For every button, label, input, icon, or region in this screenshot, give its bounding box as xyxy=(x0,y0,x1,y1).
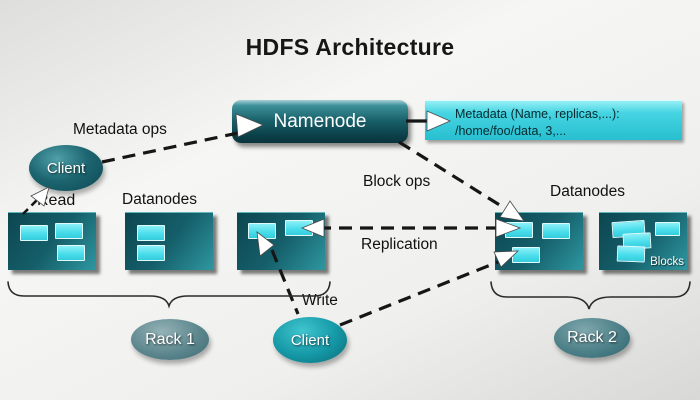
datanode-box-rack1-1 xyxy=(8,212,96,270)
data-block xyxy=(57,245,85,261)
replication-label: Replication xyxy=(361,236,438,253)
data-block xyxy=(512,247,540,263)
client-ellipse-bottom: Client xyxy=(273,317,347,363)
rack2-label: Rack 2 xyxy=(567,329,617,346)
data-block xyxy=(137,245,165,261)
write-label: Write xyxy=(302,292,338,309)
namenode-box: Namenode xyxy=(232,100,408,143)
rack1-brace xyxy=(7,281,331,309)
data-block xyxy=(542,223,570,239)
datanodes-left-label: Datanodes xyxy=(122,191,197,208)
rack1-label: Rack 1 xyxy=(145,330,195,348)
data-block xyxy=(655,222,680,236)
edge-write-right xyxy=(339,260,499,327)
blocks-tag-label: Blocks xyxy=(650,256,684,268)
data-block xyxy=(505,222,533,238)
namenode-label: Namenode xyxy=(273,110,367,132)
datanode-box-rack1-3 xyxy=(237,212,325,270)
rack2-brace xyxy=(490,281,691,310)
datanode-box-rack2-2: Blocks xyxy=(599,212,687,270)
data-block xyxy=(285,220,313,236)
datanodes-right-label: Datanodes xyxy=(550,183,625,200)
block-ops-label: Block ops xyxy=(363,173,431,190)
data-block xyxy=(248,223,276,239)
metadata-note-line2: /home/foo/data, 3,... xyxy=(455,123,567,138)
page-title: HDFS Architecture xyxy=(245,34,455,60)
data-block xyxy=(616,245,646,263)
metadata-note-box: Metadata (Name, replicas,...): /home/foo… xyxy=(425,100,682,140)
datanode-box-rack1-2 xyxy=(125,212,213,270)
rack2-ellipse: Rack 2 xyxy=(554,318,630,358)
client-bottom-label: Client xyxy=(290,331,330,349)
read-label: Read xyxy=(37,192,76,209)
client-top-label: Client xyxy=(46,159,86,177)
data-block xyxy=(55,223,83,239)
datanode-box-rack2-1 xyxy=(495,212,583,270)
data-block xyxy=(20,225,48,241)
metadata-ops-label: Metadata ops xyxy=(73,121,167,138)
metadata-note-line1: Metadata (Name, replicas,...): xyxy=(455,107,620,121)
rack1-ellipse: Rack 1 xyxy=(131,319,209,360)
client-ellipse-top: Client xyxy=(29,145,103,191)
data-block xyxy=(137,225,165,241)
